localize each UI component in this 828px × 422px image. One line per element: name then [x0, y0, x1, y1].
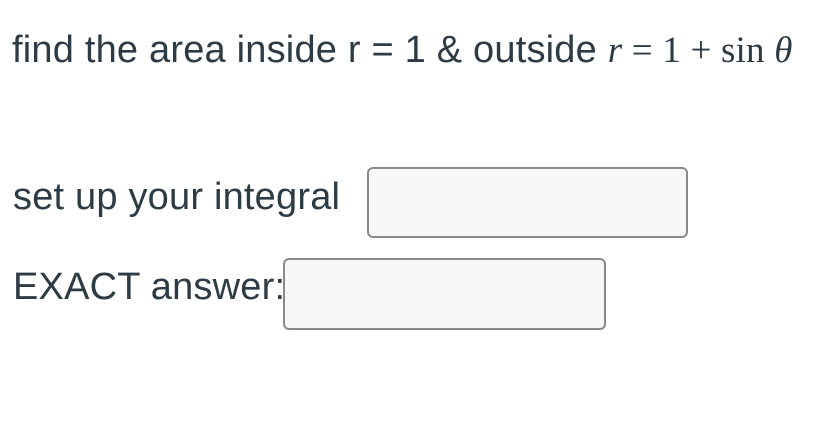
- integral-answer-input[interactable]: [367, 167, 688, 238]
- math-operators: = 1 + sin: [622, 30, 775, 71]
- integral-field-label: set up your integral: [13, 176, 341, 218]
- math-var-r: r: [607, 30, 623, 71]
- question-text-plain: find the area inside r = 1 & outside: [12, 29, 608, 71]
- question-text: find the area inside r = 1 & outside r =…: [12, 31, 793, 69]
- exact-answer-field-label: EXACT answer:: [13, 266, 286, 308]
- exact-answer-input[interactable]: [283, 258, 606, 330]
- math-var-theta: θ: [774, 30, 793, 71]
- math-expression: r = 1 + sin θ: [608, 30, 793, 71]
